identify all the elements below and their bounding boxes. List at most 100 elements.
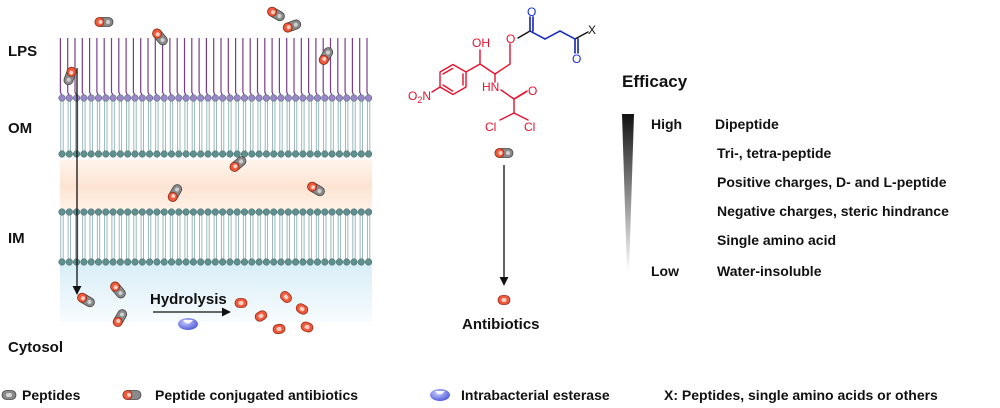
lps-chain xyxy=(300,38,304,97)
lipid-head xyxy=(313,94,322,102)
lps-chain xyxy=(344,38,348,97)
lipid-head xyxy=(233,258,241,266)
lipid-head xyxy=(109,208,117,216)
lipid-head xyxy=(270,94,278,102)
conjugate-pill xyxy=(267,6,285,22)
lps-chain xyxy=(81,38,85,97)
lipid-head xyxy=(175,208,183,216)
lipid-head xyxy=(270,208,278,216)
ester-oxygen-label: O xyxy=(506,32,515,46)
lipid-head xyxy=(109,94,117,102)
antibiotic-pill xyxy=(280,291,292,303)
efficacy-item-6: Water-insoluble xyxy=(717,263,822,279)
lipid-head xyxy=(284,208,292,216)
lipid-head xyxy=(343,94,351,102)
lps-chain xyxy=(315,38,319,97)
lipid-head xyxy=(226,208,234,216)
lipid-head xyxy=(58,208,66,216)
efficacy-item-1: Dipeptide xyxy=(715,116,779,132)
lipid-head xyxy=(255,150,263,158)
chloro-label-1: Cl xyxy=(485,120,496,134)
lipid-head xyxy=(306,150,314,158)
conjugate-pill xyxy=(112,309,128,327)
lipid-head xyxy=(65,150,73,158)
lps-chain xyxy=(169,38,173,97)
lipid-head xyxy=(87,94,95,102)
lipid-head xyxy=(233,208,241,216)
lipid-head xyxy=(277,258,285,266)
lipid-head xyxy=(160,208,168,216)
lipid-head xyxy=(313,208,322,216)
lps-chain xyxy=(176,38,180,97)
amide-nh-label: HN xyxy=(482,80,499,94)
lipid-head xyxy=(328,150,336,158)
lipid-head xyxy=(255,208,263,216)
lipid-head xyxy=(321,94,329,102)
lipid-head xyxy=(328,94,336,102)
lipid-head xyxy=(299,150,307,158)
lipid-head xyxy=(211,150,219,158)
lipid-head xyxy=(80,150,88,158)
lipid-head xyxy=(343,208,351,216)
lipid-head xyxy=(153,94,161,102)
lps-layer xyxy=(59,38,370,97)
lipid-head xyxy=(116,94,124,102)
lipid-head xyxy=(197,94,205,102)
lipid-head xyxy=(167,208,176,216)
lipid-head xyxy=(116,258,124,266)
lipid-head xyxy=(248,150,256,158)
lipid-head xyxy=(328,208,336,216)
lps-chain xyxy=(154,38,158,97)
lipid-head xyxy=(248,94,256,102)
lipid-head xyxy=(284,150,292,158)
lipid-head xyxy=(284,258,292,266)
lps-chain xyxy=(140,38,143,97)
lipid-head xyxy=(197,208,205,216)
lps-chain xyxy=(337,38,340,97)
lipid-head xyxy=(211,258,219,266)
antibiotics-label: Antibiotics xyxy=(462,316,540,333)
lps-chain xyxy=(286,38,289,97)
lipid-head xyxy=(262,150,270,158)
conjugate-pill xyxy=(307,181,325,197)
lipid-head xyxy=(211,208,219,216)
lipid-head xyxy=(299,94,307,102)
lps-chain xyxy=(118,38,121,97)
lipid-head xyxy=(58,150,66,158)
lipid-head xyxy=(102,208,110,216)
lipid-head xyxy=(167,258,176,266)
om-label: OM xyxy=(8,120,32,137)
lipid-head xyxy=(262,94,270,102)
amide-oxygen-label: O xyxy=(528,84,537,98)
lipid-head xyxy=(313,150,322,158)
lipid-head xyxy=(357,208,365,216)
lipid-head xyxy=(365,208,373,216)
efficacy-item-5: Single amino acid xyxy=(717,232,836,248)
efficacy-title: Efficacy xyxy=(622,72,688,91)
lipid-head xyxy=(335,150,343,158)
lipid-head xyxy=(102,94,110,102)
esterase-legend-icon xyxy=(430,389,450,401)
lps-chain xyxy=(249,38,253,97)
lipid-head xyxy=(146,258,154,266)
lipid-head xyxy=(306,208,314,216)
conjugate-pill xyxy=(77,292,95,308)
lipid-head xyxy=(102,150,110,158)
lipid-head xyxy=(328,258,336,266)
linker-oxygen-label-2: O xyxy=(572,52,581,66)
nitro-label: O2N xyxy=(408,89,431,105)
lipid-head xyxy=(146,94,154,102)
efficacy-item-3: Positive charges, D- and L-peptide xyxy=(717,174,947,190)
conjugate-pill xyxy=(167,184,183,202)
lps-chain xyxy=(59,38,63,97)
lps-chain xyxy=(278,38,282,97)
x-group-label: X xyxy=(588,23,596,37)
lps-chain xyxy=(329,38,333,97)
efficacy-item-4: Negative charges, steric hindrance xyxy=(717,203,949,219)
lipid-head xyxy=(138,258,146,266)
lipid-head xyxy=(226,258,234,266)
conjugate-pill xyxy=(63,66,77,86)
lipid-head xyxy=(350,150,358,158)
lipid-head xyxy=(94,94,103,102)
lipid-head xyxy=(109,258,117,266)
